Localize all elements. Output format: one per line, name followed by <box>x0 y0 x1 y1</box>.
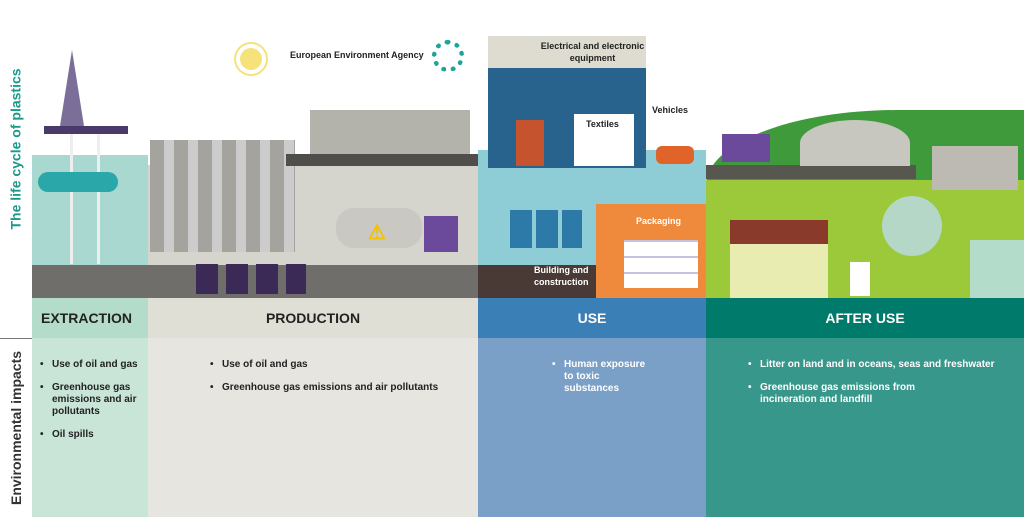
eea-logo-text: European Environment Agency <box>290 50 424 60</box>
impact-item: Litter on land and in oceans, seas and f… <box>748 359 1014 371</box>
label-packaging: Packaging <box>636 216 682 226</box>
impacts-after-use: Litter on land and in oceans, seas and f… <box>706 338 1024 517</box>
sea-after-use <box>970 240 1024 298</box>
factory <box>310 110 470 156</box>
landfill-road <box>706 165 916 179</box>
landfill-pile <box>800 120 910 166</box>
label-building: Building and construction <box>534 265 589 287</box>
truck-cab <box>424 216 458 252</box>
warning-icon: ⚠ <box>368 222 386 244</box>
impact-item: Oil spills <box>40 429 140 441</box>
trees <box>882 196 942 256</box>
shop-door <box>516 120 544 166</box>
recycling-center <box>730 220 828 298</box>
impact-item: Use of oil and gas <box>40 359 140 371</box>
impact-item: Greenhouse gas emissions and air polluta… <box>40 382 140 418</box>
impacts-use: Human exposure to toxic substances <box>478 338 706 517</box>
oil-spill <box>38 172 118 192</box>
header-production: PRODUCTION <box>148 298 478 338</box>
sun-icon <box>240 48 262 70</box>
lifecycle-side-label: The life cycle of plastics <box>8 68 24 230</box>
dump-truck <box>722 134 770 162</box>
houses <box>510 210 582 248</box>
header-after-use: AFTER USE <box>706 298 1024 338</box>
impact-item: Greenhouse gas emissions and air polluta… <box>210 382 478 394</box>
car <box>656 146 694 164</box>
packaging-shelves <box>624 240 698 288</box>
impact-item: Human exposure to toxic substances <box>552 359 656 395</box>
label-vehicles: Vehicles <box>652 105 689 115</box>
side-divider <box>0 338 32 339</box>
eea-logo-icon <box>432 40 464 72</box>
recycling-bin <box>850 262 870 296</box>
impacts-extraction: Use of oil and gas Greenhouse gas emissi… <box>32 338 148 517</box>
refinery <box>150 140 295 252</box>
factory-base <box>286 154 478 166</box>
label-electronics: Electrical and electronic equipment <box>540 41 645 63</box>
incinerator <box>932 146 1018 190</box>
header-use: USE <box>478 298 706 338</box>
textiles-window <box>574 114 634 166</box>
oil-platform <box>44 126 128 134</box>
oil-rig-legs <box>70 134 100 264</box>
tanker-truck <box>336 208 422 248</box>
oil-rig-tower <box>60 50 84 126</box>
impact-item: Use of oil and gas <box>210 359 478 371</box>
label-textiles: Textiles <box>586 119 619 129</box>
impact-item: Greenhouse gas emissions from incinerati… <box>748 382 958 406</box>
impacts-production: Use of oil and gas Greenhouse gas emissi… <box>148 338 478 517</box>
oil-barrels <box>196 264 306 294</box>
impacts-side-label: Environmental impacts <box>8 350 25 505</box>
shop-sign <box>488 36 646 68</box>
header-extraction: EXTRACTION <box>32 298 148 338</box>
